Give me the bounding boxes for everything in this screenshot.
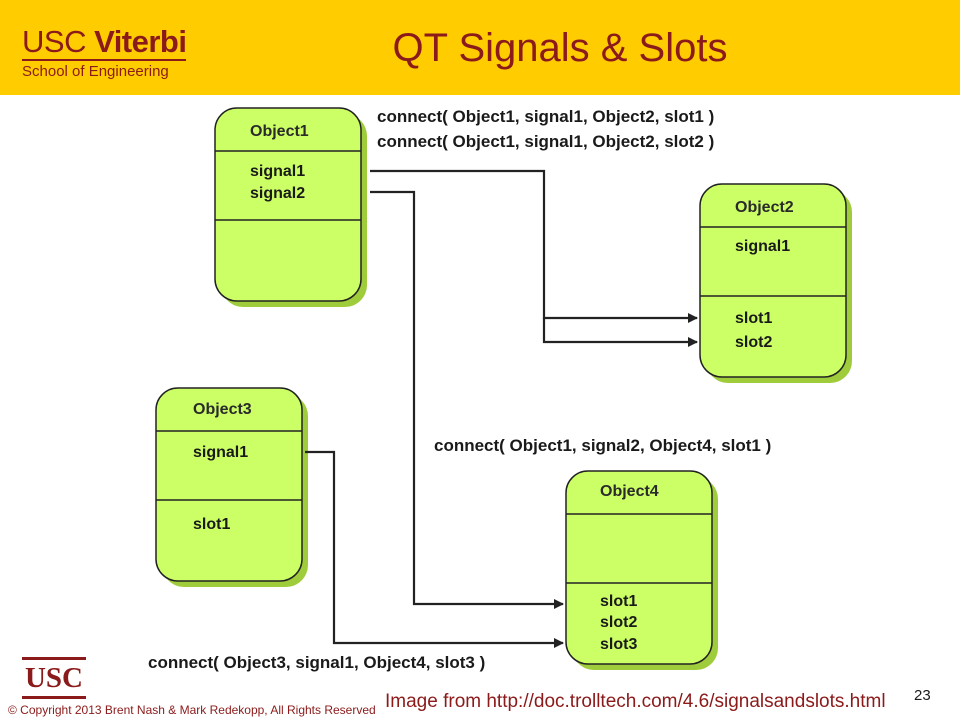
object1-box: Object1 signal1 signal2 [214,107,367,307]
connect-label-1: connect( Object1, signal1, Object2, slot… [377,107,714,126]
arrow-obj1-signal1-to-obj2-slot1 [370,169,698,323]
object1-signal2: signal2 [250,185,305,202]
object4-slot1: slot1 [600,593,637,610]
object4-slot3: slot3 [600,636,637,653]
object2-slot2: slot2 [735,334,772,351]
arrow-obj1-signal1-to-obj2-slot2 [542,318,698,347]
object2-signal1: signal1 [735,238,790,255]
object2-box: Object2 signal1 slot1 slot2 [699,183,852,383]
object1-signal1: signal1 [250,163,305,180]
page-number: 23 [914,687,931,704]
page-title: QT Signals & Slots [392,26,728,70]
object2-slot1: slot1 [735,310,772,327]
object3-slot1: slot1 [193,516,230,533]
header-bar: USC Viterbi School of Engineering QT Sig… [0,0,960,95]
connect-label-2: connect( Object1, signal1, Object2, slot… [377,132,714,151]
usc-viterbi-logo: USC Viterbi School of Engineering [22,24,187,81]
logo-viterbi-text: Viterbi [94,24,187,59]
object4-box: Object4 slot1 slot2 slot3 [565,470,718,670]
object3-signal1: signal1 [193,444,248,461]
object3-box: Object3 signal1 slot1 [155,387,308,587]
object4-slot2: slot2 [600,614,637,631]
object2-title: Object2 [735,199,794,216]
arrow-obj1-signal2-to-obj4-slot1 [370,190,564,609]
logo-subtitle: School of Engineering [22,59,187,81]
usc-footer-logo: USC [22,657,86,699]
arrow-obj3-signal1-to-obj4-slot3 [305,450,564,648]
object3-title: Object3 [193,401,252,418]
connect-label-4: connect( Object3, signal1, Object4, slot… [148,653,485,672]
copyright-text: © Copyright 2013 Brent Nash & Mark Redek… [8,703,376,717]
logo-usc-text: USC [22,24,86,59]
object4-title: Object4 [600,483,659,500]
image-source-credit: Image from http://doc.trolltech.com/4.6/… [385,691,886,712]
object1-title: Object1 [250,123,309,140]
connect-label-3: connect( Object1, signal2, Object4, slot… [434,436,771,455]
